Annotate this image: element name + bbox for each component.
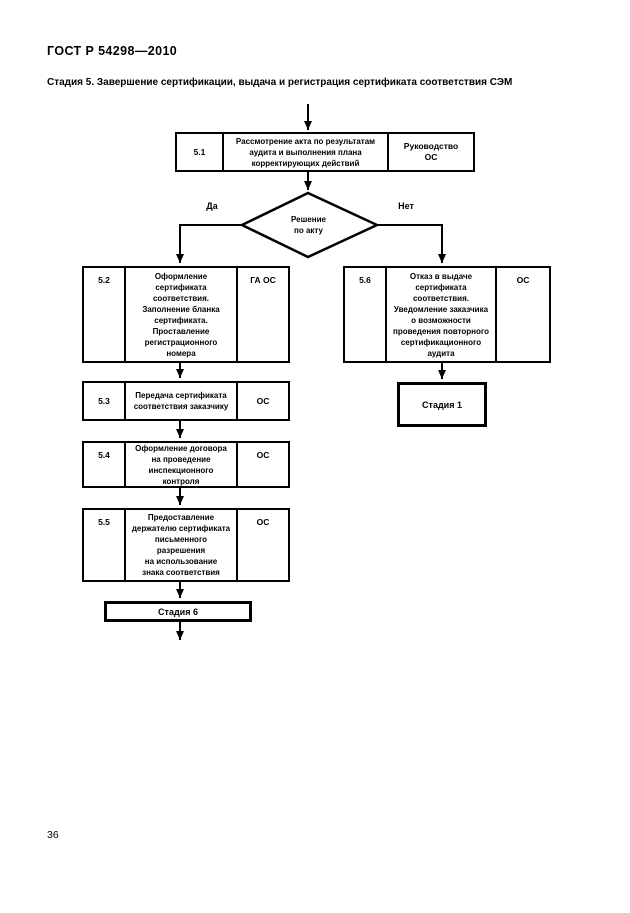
step-executor: ОС	[256, 450, 270, 460]
step-executor: ОС	[256, 395, 270, 406]
terminal-stage-6: Стадия 6	[104, 601, 252, 622]
connector-yes-to-5-2	[176, 224, 242, 263]
step-number: 5.2	[98, 275, 110, 285]
step-number: 5.1	[193, 146, 206, 157]
process-box-5-3: 5.3 Передача сертификата соответствия за…	[82, 381, 290, 421]
connector-no-to-5-6	[377, 224, 446, 263]
step-text: Рассмотрение акта по результатам аудита …	[222, 134, 389, 170]
step-text: Предоставление держателю сертификата пис…	[124, 510, 238, 580]
process-box-5-4: 5.4 Оформление договора на проведение ин…	[82, 441, 290, 488]
page-title: Стадия 5. Завершение сертификации, выдач…	[47, 77, 513, 88]
step-number: 5.5	[98, 517, 110, 527]
step-number: 5.4	[98, 450, 110, 460]
step-number: 5.6	[359, 275, 371, 285]
step-executor: Руководство ОС	[403, 141, 459, 162]
step-text: Оформление договора на проведение инспек…	[124, 443, 238, 486]
terminal-stage-1: Стадия 1	[397, 382, 487, 427]
step-text: Отказ в выдаче сертификата соответствия.…	[385, 268, 497, 361]
process-box-5-6: 5.6 Отказ в выдаче сертификата соответст…	[343, 266, 551, 363]
branch-label-no: Нет	[398, 201, 414, 211]
branch-label-yes: Да	[206, 201, 218, 211]
step-executor: ГА ОС	[250, 275, 276, 285]
page-number: 36	[47, 829, 59, 841]
decision-text: Решение по акту	[291, 215, 326, 235]
process-box-5-5: 5.5 Предоставление держателю сертификата…	[82, 508, 290, 582]
step-executor: ОС	[256, 517, 270, 527]
process-box-5-1: 5.1 Рассмотрение акта по результатам ауд…	[175, 132, 475, 172]
step-number: 5.3	[98, 395, 110, 406]
step-text: Оформление сертификата соответствия. Зап…	[124, 268, 238, 361]
process-box-5-2: 5.2 Оформление сертификата соответствия.…	[82, 266, 290, 363]
document-code: ГОСТ Р 54298—2010	[47, 44, 178, 58]
step-text: Передача сертификата соответствия заказч…	[124, 383, 238, 419]
step-executor: ОС	[516, 275, 530, 285]
